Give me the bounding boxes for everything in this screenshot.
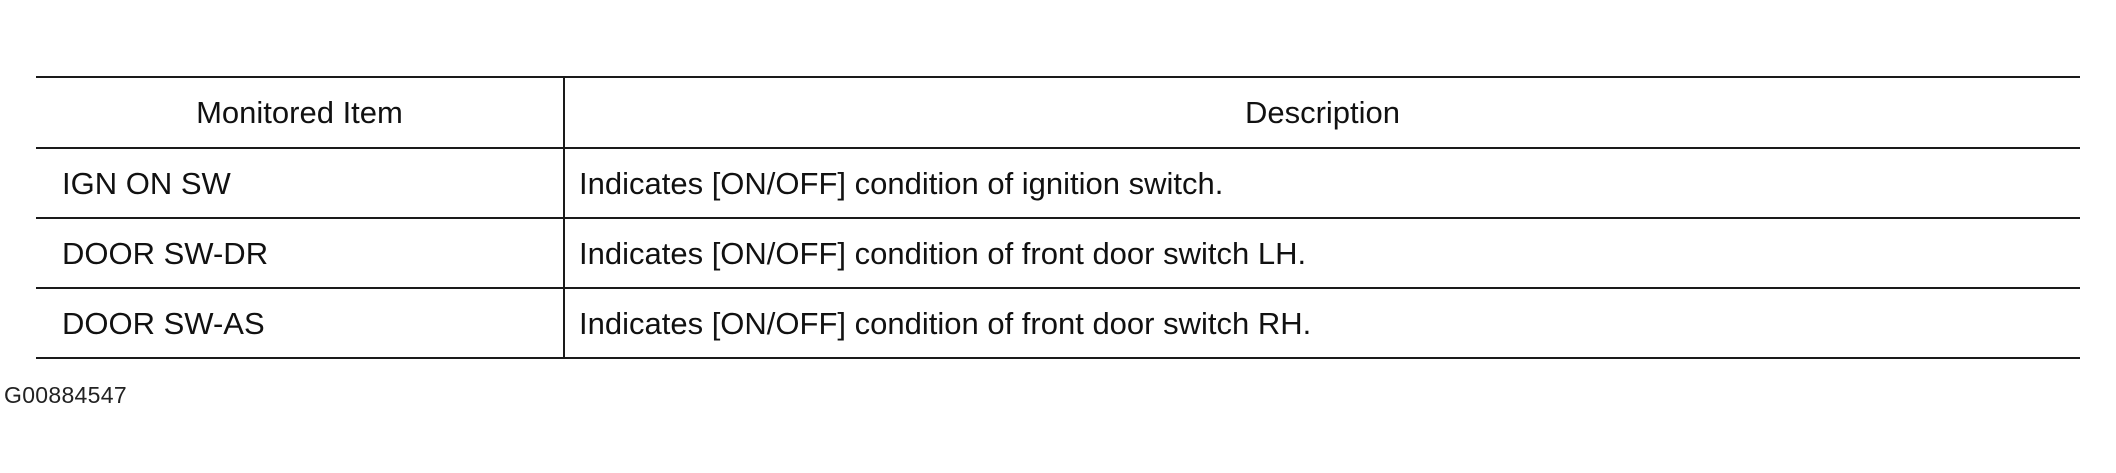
monitored-item-cell: IGN ON SW: [36, 148, 565, 218]
monitored-item-cell: DOOR SW-AS: [36, 288, 565, 358]
table-row: DOOR SW-AS Indicates [ON/OFF] condition …: [36, 288, 2080, 358]
monitored-items-table: Monitored Item Description IGN ON SW Ind…: [36, 76, 2080, 359]
monitor-table-container: Monitored Item Description IGN ON SW Ind…: [36, 76, 2080, 359]
header-monitored-item: Monitored Item: [36, 77, 565, 148]
table-row: DOOR SW-DR Indicates [ON/OFF] condition …: [36, 218, 2080, 288]
table-header-row: Monitored Item Description: [36, 77, 2080, 148]
figure-id: G00884547: [4, 382, 127, 408]
table-row: IGN ON SW Indicates [ON/OFF] condition o…: [36, 148, 2080, 218]
description-cell: Indicates [ON/OFF] condition of front do…: [579, 305, 1312, 341]
header-description: Description: [1244, 95, 1401, 130]
monitored-item-cell: DOOR SW-DR: [36, 218, 565, 288]
description-cell: Indicates [ON/OFF] condition of front do…: [579, 235, 1307, 271]
description-cell: Indicates [ON/OFF] condition of ignition…: [579, 165, 1224, 201]
